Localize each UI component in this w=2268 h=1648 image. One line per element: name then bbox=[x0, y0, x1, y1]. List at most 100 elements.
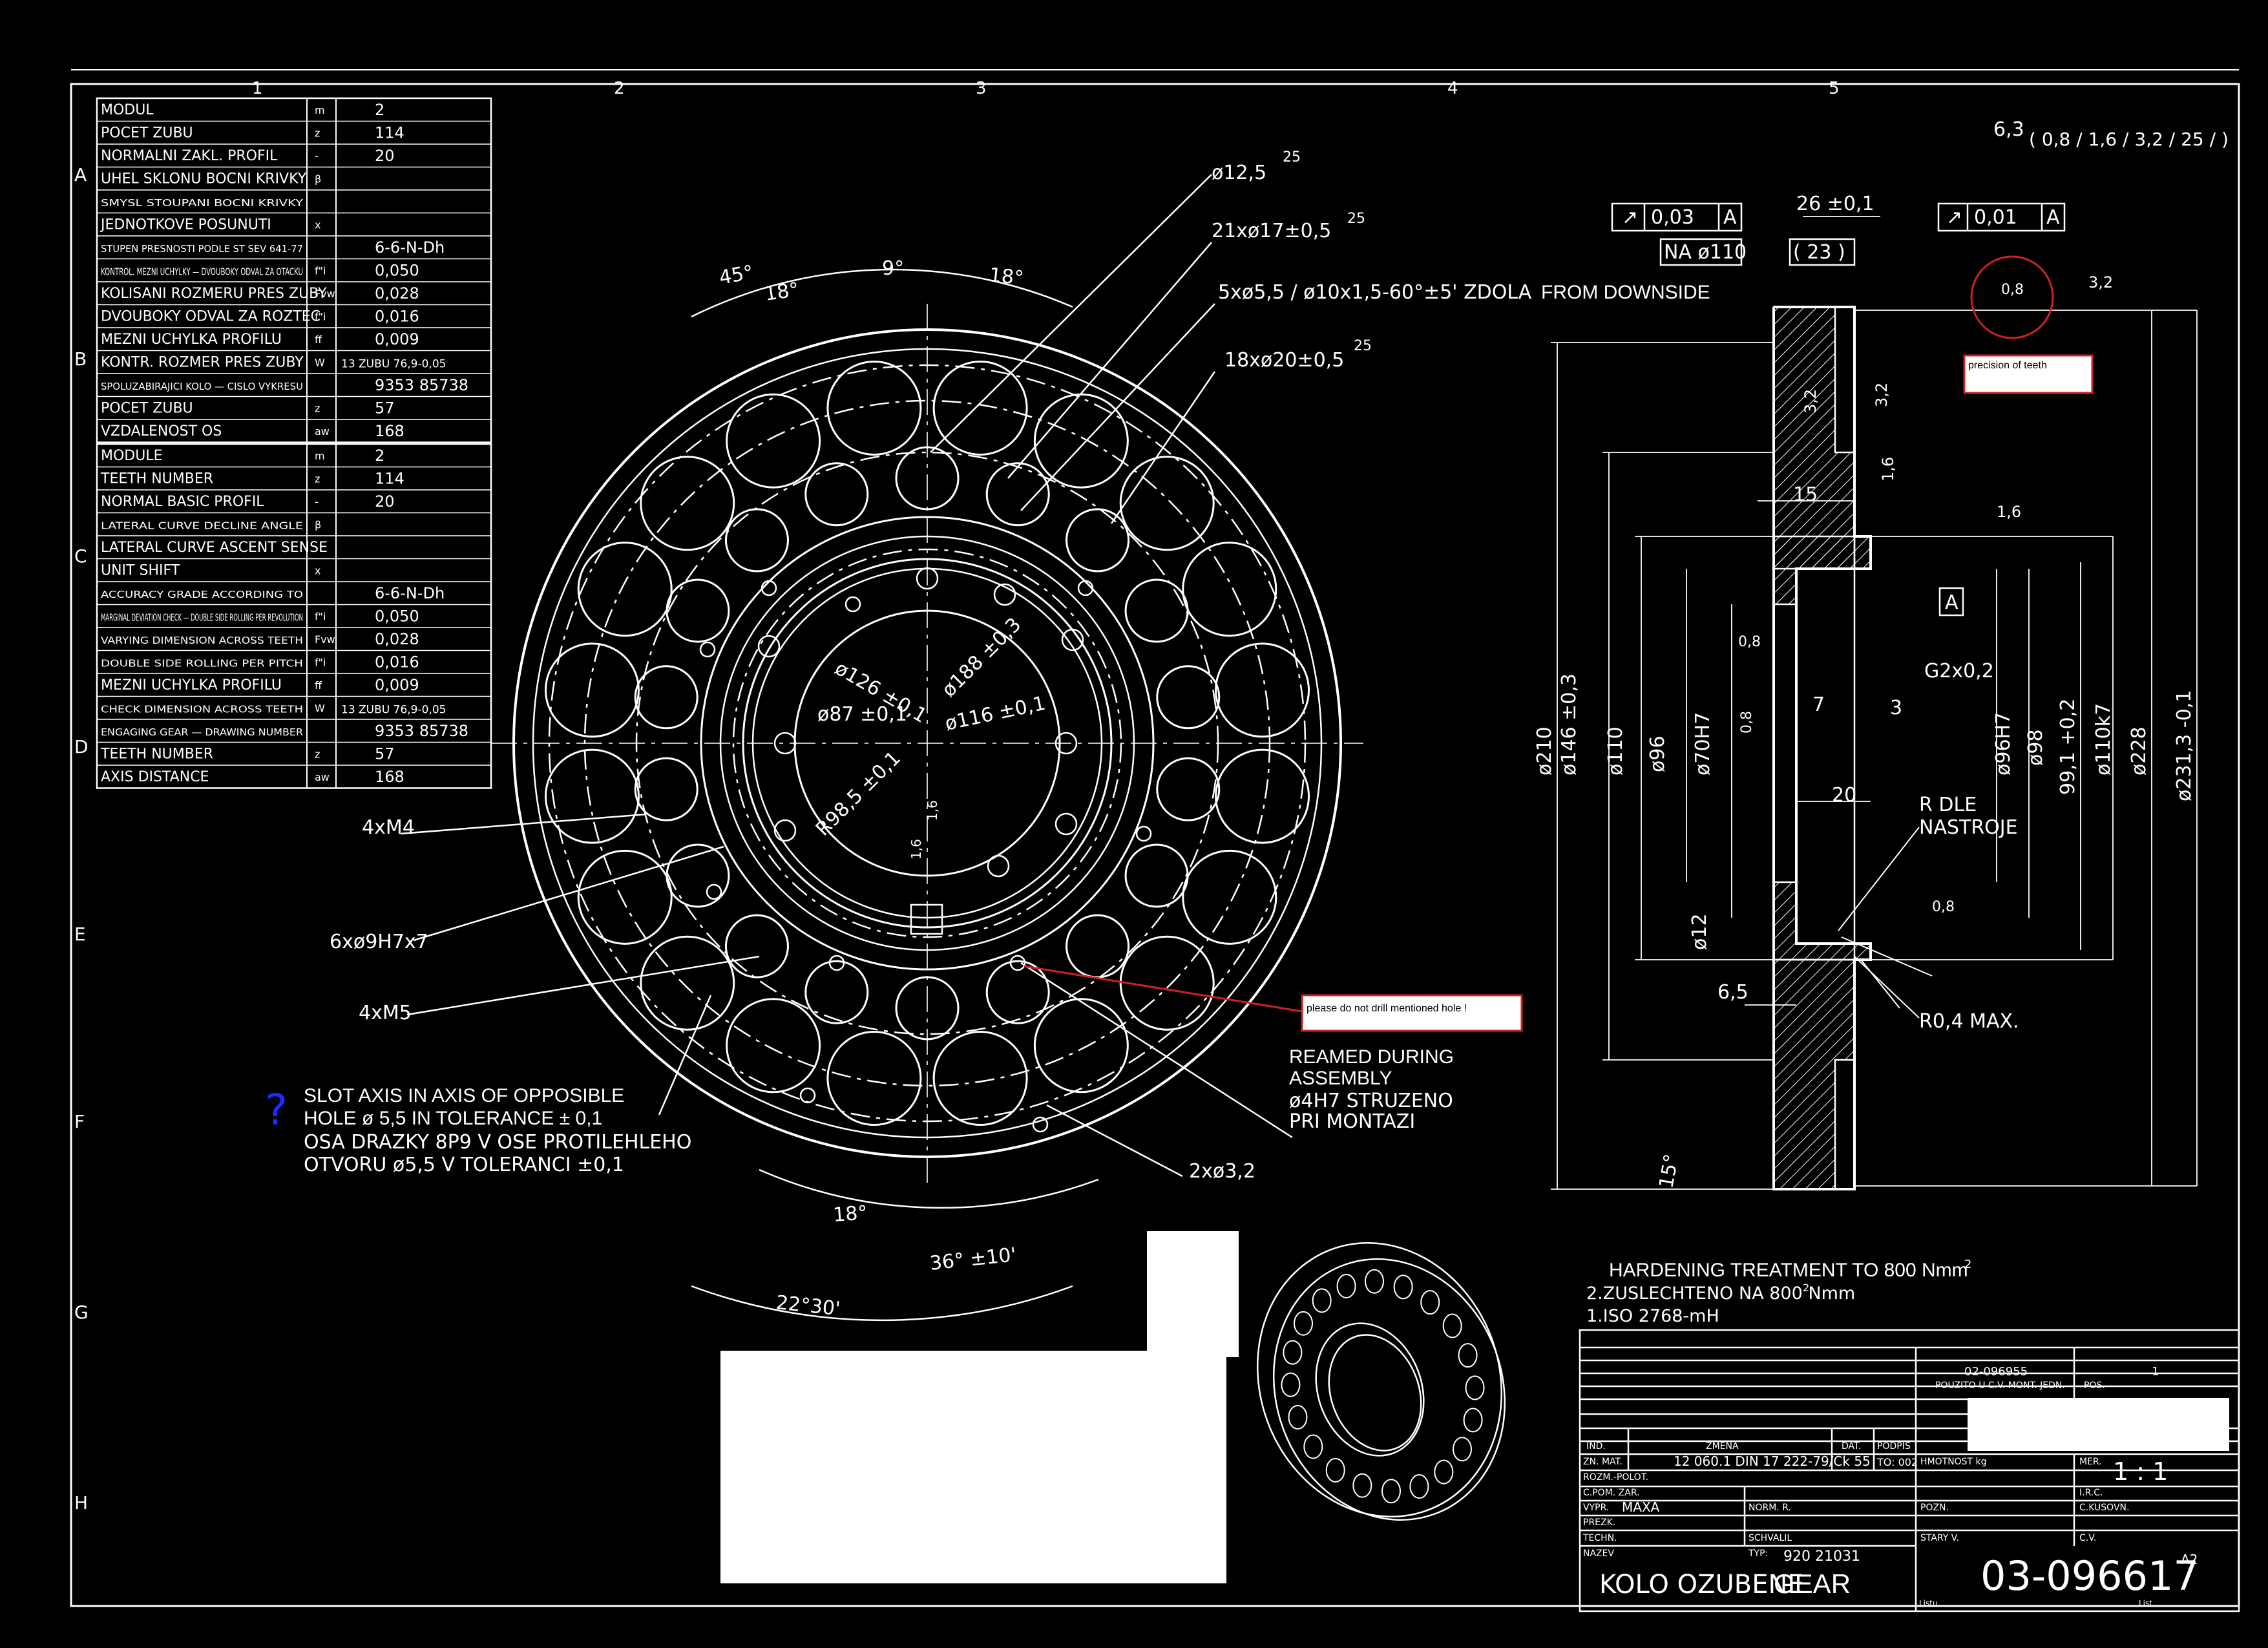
section-hatch-hub-lower bbox=[1772, 881, 1872, 961]
slot-note-cz-1: OSA DRAZKY 8P9 V OSE PROTILEHLEHO bbox=[304, 1131, 691, 1154]
tolerance-1-value: 0,03 bbox=[1651, 206, 1694, 229]
chamfer-g2: G2x0,2 bbox=[1924, 660, 1994, 682]
isometric-hole bbox=[1336, 1273, 1356, 1298]
lightening-hole bbox=[577, 542, 673, 637]
table-row-label: MEZNI UCHYLKA PROFILU bbox=[101, 677, 282, 693]
extension-lines bbox=[1551, 216, 2198, 1190]
roughness-0-8: 0,8 bbox=[1932, 899, 1955, 915]
irc-label: I.R.C. bbox=[2079, 1488, 2103, 1498]
table-row-label: UHEL SKLONU BOCNI KRIVKY bbox=[101, 171, 307, 187]
inner-hole bbox=[724, 914, 789, 978]
table-row-value: 0,009 bbox=[375, 676, 419, 694]
dim-99-1: 99,1 +0,2 bbox=[2057, 699, 2079, 795]
dat-label: DAT. bbox=[1842, 1441, 1861, 1452]
lightening-hole bbox=[932, 360, 1028, 456]
ind-label: IND. bbox=[1586, 1441, 1606, 1452]
zone-letter: G bbox=[74, 1302, 89, 1323]
small-hole bbox=[706, 883, 722, 900]
dim-6-5: 6,5 bbox=[1717, 981, 1748, 1004]
table-row-symbol: z bbox=[315, 473, 320, 485]
leader-line bbox=[1046, 1104, 1183, 1178]
table-row-value: 114 bbox=[375, 124, 404, 142]
lightening-hole bbox=[1119, 456, 1215, 551]
table-row-symbol: W bbox=[315, 357, 325, 369]
zone-number: 4 bbox=[1447, 79, 1458, 98]
lightening-hole bbox=[826, 1031, 922, 1126]
callout-18-holes: 18xø20±0,5 bbox=[1224, 349, 1344, 372]
dim-r98-5: R98,5 ±0,1 bbox=[812, 747, 905, 841]
roughness-1-6: 1,6 bbox=[1879, 457, 1897, 481]
inner-hole bbox=[1156, 757, 1221, 821]
inner-hole bbox=[985, 960, 1050, 1024]
leader-line bbox=[400, 813, 647, 835]
dim-7: 7 bbox=[1812, 693, 1825, 716]
lightening-hole bbox=[640, 456, 735, 551]
redacted-area bbox=[1968, 1398, 2229, 1451]
isometric-hole bbox=[1281, 1372, 1301, 1397]
tolerance-1-symbol: ↗ bbox=[1622, 206, 1638, 229]
isometric-hole bbox=[1393, 1274, 1413, 1300]
zone-number: 1 bbox=[252, 79, 263, 98]
techn-label: TECHN. bbox=[1582, 1533, 1617, 1543]
zone-letter: H bbox=[74, 1492, 88, 1514]
dim-d70h7: ø70H7 bbox=[1692, 712, 1714, 776]
small-hole bbox=[993, 583, 1016, 606]
angle-arc bbox=[691, 1285, 1073, 1321]
isometric-hole bbox=[1312, 1288, 1332, 1313]
callout-4xM5: 4xM5 bbox=[359, 1002, 412, 1024]
table-row-value: 0,050 bbox=[375, 607, 419, 626]
table-row-symbol: f"i bbox=[315, 265, 326, 277]
datum-a-box bbox=[1938, 587, 1964, 617]
front-view-labels: 45° 18° 9° 18° 18° 36° ±10' 22°30' ø12,5… bbox=[265, 149, 1710, 1320]
zone-letter: E bbox=[74, 924, 86, 945]
zone-letter: D bbox=[74, 736, 89, 757]
callout-2-holes: 2xø3,2 bbox=[1189, 1160, 1255, 1183]
dim-d146: ø146 ±0,3 bbox=[1558, 673, 1580, 776]
small-hole bbox=[757, 635, 781, 658]
small-hole bbox=[1061, 628, 1084, 651]
small-hole bbox=[773, 819, 797, 842]
dim-d228: ø228 bbox=[2128, 726, 2150, 776]
section-hatch-lower bbox=[1772, 958, 1856, 1190]
keyway-slot bbox=[910, 903, 943, 935]
typ-value: 920 21031 bbox=[1783, 1548, 1860, 1565]
slot-note-en-2: HOLE ø 5,5 IN TOLERANCE ± 0,1 bbox=[304, 1108, 602, 1129]
small-hole bbox=[1077, 580, 1094, 597]
leader-line bbox=[413, 845, 724, 942]
drawing-number: 03-096617 bbox=[1980, 1552, 2199, 1600]
drill-warning-note: please do not drill mentioned hole ! bbox=[1301, 994, 1523, 1032]
tolerance-frame-1 bbox=[1611, 202, 1743, 266]
redacted-area bbox=[1147, 1231, 1239, 1357]
gear-small-holes bbox=[699, 567, 1152, 1133]
table-row-label: CHECK DIMENSION ACROSS TEETH bbox=[101, 704, 303, 715]
table-row-value: 0,028 bbox=[375, 284, 419, 302]
drill-warning-text: please do not drill mentioned hole ! bbox=[1307, 1003, 1467, 1014]
angle-36: 36° ±10' bbox=[929, 1243, 1017, 1275]
reamed-note-cz-1: ø4H7 STRUZENO bbox=[1289, 1090, 1453, 1112]
section-hatch-upper bbox=[1772, 306, 1856, 570]
roughness-25: 25 bbox=[1354, 338, 1372, 354]
isometric-hole bbox=[1294, 1311, 1314, 1336]
frame-top-numbers: 1 2 3 4 5 bbox=[252, 79, 1840, 98]
table-row-symbol: W bbox=[315, 703, 325, 715]
isometric-hole bbox=[1288, 1404, 1308, 1430]
ref-position: 1 bbox=[2152, 1365, 2159, 1379]
section-view-labels: 6,3 ( 0,8 / 1,6 / 3,2 / 25 / ) ↗ 0,03 A … bbox=[1533, 118, 2229, 1190]
table-row-symbol: z bbox=[315, 748, 320, 761]
stary-label: STARY V. bbox=[1920, 1533, 1959, 1543]
dim-d98: ø98 bbox=[2024, 729, 2047, 766]
tolerance-2-ref: A bbox=[2046, 206, 2060, 229]
zone-number: 2 bbox=[614, 79, 625, 98]
roughness-0-8: 0,8 bbox=[1739, 711, 1755, 734]
angle-45: 45° bbox=[717, 261, 755, 290]
roughness-3-2: 3,2 bbox=[1801, 389, 1820, 414]
leader-line bbox=[1007, 242, 1212, 479]
table-row-value: 114 bbox=[375, 470, 404, 488]
inner-hole bbox=[1066, 914, 1130, 978]
lightening-hole bbox=[577, 849, 673, 945]
table-row-value: 168 bbox=[375, 422, 404, 440]
roughness-1-6: 1,6 bbox=[925, 800, 940, 821]
nazev-label: NAZEV bbox=[1583, 1548, 1614, 1559]
lightening-hole bbox=[1215, 642, 1310, 738]
small-hole bbox=[828, 955, 845, 971]
